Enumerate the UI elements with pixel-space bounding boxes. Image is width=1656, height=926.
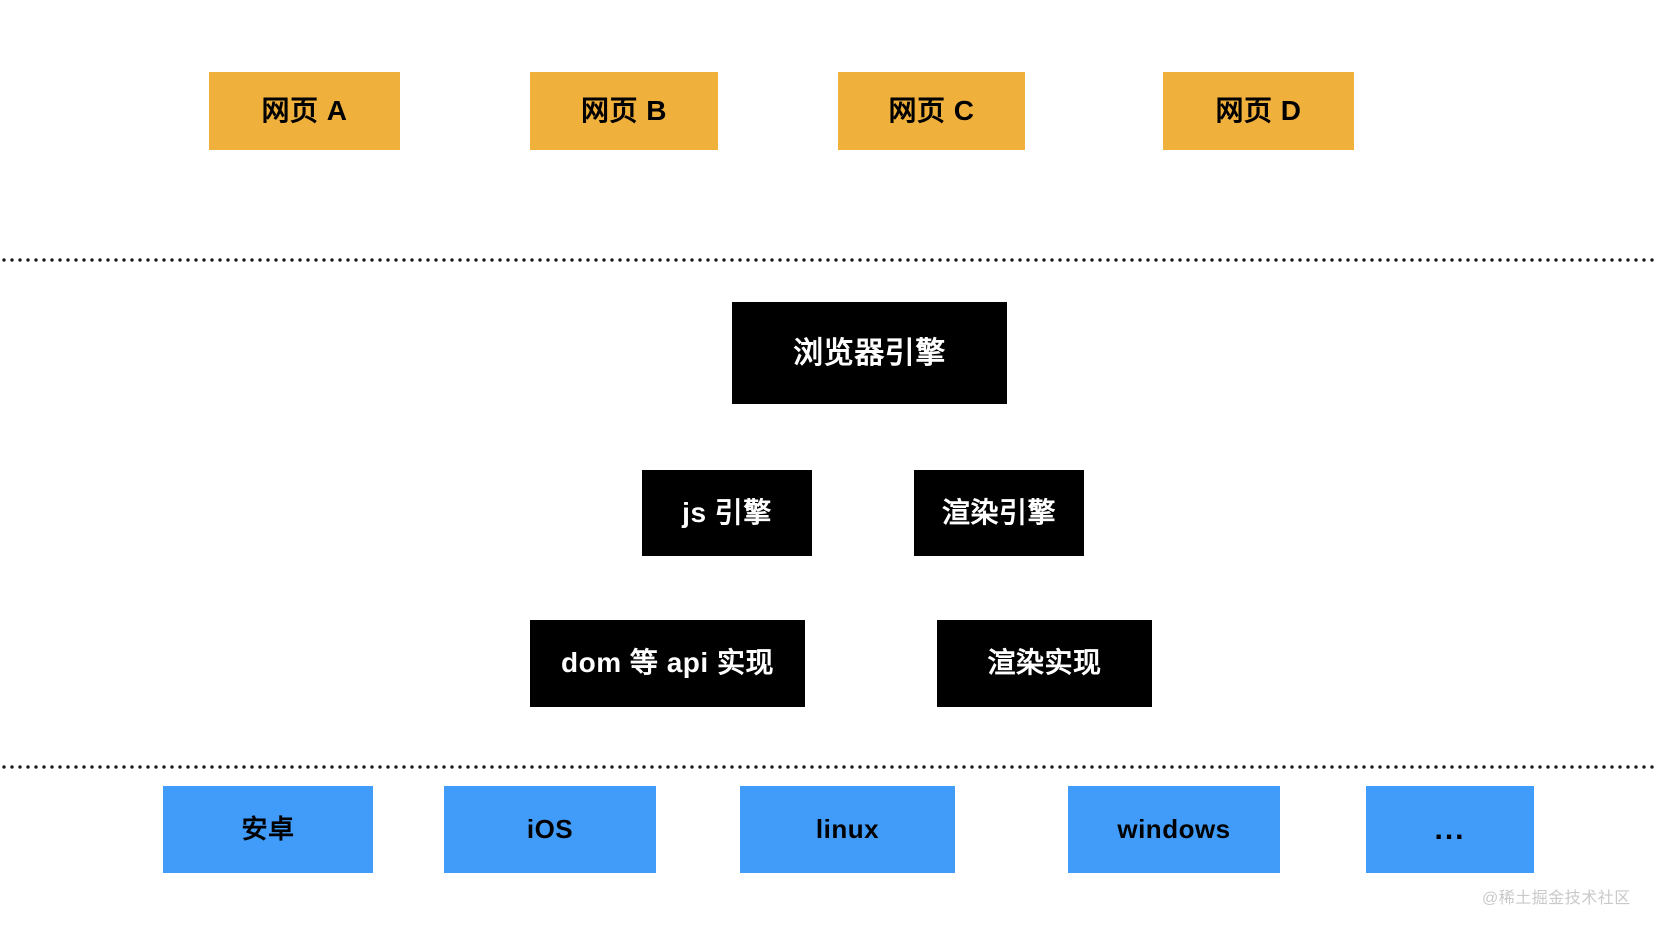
node-label: 网页 A <box>261 94 348 126</box>
node-browser-engine[interactable]: 浏览器引擎 <box>732 302 1007 404</box>
node-label: 浏览器引擎 <box>793 336 946 370</box>
divider-engines-os <box>0 765 1656 769</box>
node-label: linux <box>815 814 880 845</box>
node-web-page-c[interactable]: 网页 C <box>838 72 1025 150</box>
node-label: 网页 B <box>580 94 667 126</box>
node-label: windows <box>1117 814 1231 845</box>
node-web-page-b[interactable]: 网页 B <box>530 72 718 150</box>
node-dom-api-implementation[interactable]: dom 等 api 实现 <box>530 620 805 707</box>
node-label: 网页 C <box>888 94 975 126</box>
node-label: ... <box>1434 813 1466 846</box>
node-os-ios[interactable]: iOS <box>444 786 656 873</box>
node-label: 安卓 <box>241 814 295 845</box>
node-web-page-d[interactable]: 网页 D <box>1163 72 1354 150</box>
node-rendering-engine[interactable]: 渲染引擎 <box>914 470 1084 556</box>
node-os-android[interactable]: 安卓 <box>163 786 373 873</box>
node-label: 渲染实现 <box>987 647 1102 679</box>
watermark: @稀土掘金技术社区 <box>1482 890 1631 907</box>
node-web-page-a[interactable]: 网页 A <box>209 72 400 150</box>
node-label: js 引擎 <box>682 496 772 528</box>
node-label: iOS <box>526 814 574 845</box>
node-os-windows[interactable]: windows <box>1068 786 1280 873</box>
node-label: 渲染引擎 <box>941 496 1056 528</box>
node-os-linux[interactable]: linux <box>740 786 955 873</box>
node-label: dom 等 api 实现 <box>561 647 774 679</box>
node-rendering-implementation[interactable]: 渲染实现 <box>937 620 1152 707</box>
node-os-more[interactable]: ... <box>1366 786 1534 873</box>
divider-pages-engines <box>0 258 1656 262</box>
node-js-engine[interactable]: js 引擎 <box>642 470 812 556</box>
node-label: 网页 D <box>1215 94 1302 126</box>
